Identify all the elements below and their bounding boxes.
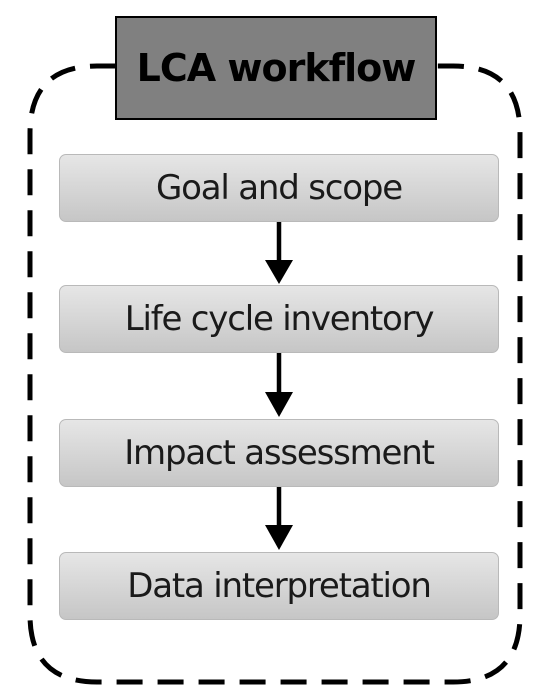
step-label: Goal and scope [156,168,403,208]
connector-arrow-2 [265,353,293,417]
connector-arrow-1 [265,222,293,284]
step-label: Data interpretation [127,566,432,606]
step-label: Life cycle inventory [124,299,435,339]
step-impact-assessment: Impact assessment [59,419,499,487]
step-goal-and-scope: Goal and scope [59,154,499,222]
step-label: Impact assessment [124,433,435,473]
connector-arrow-3 [265,487,293,550]
title-box: LCA workflow [115,16,437,120]
dashed-frame-outline [27,63,523,685]
step-life-cycle-inventory: Life cycle inventory [59,285,499,353]
diagram-title: LCA workflow [136,46,417,90]
step-data-interpretation: Data interpretation [59,552,499,620]
